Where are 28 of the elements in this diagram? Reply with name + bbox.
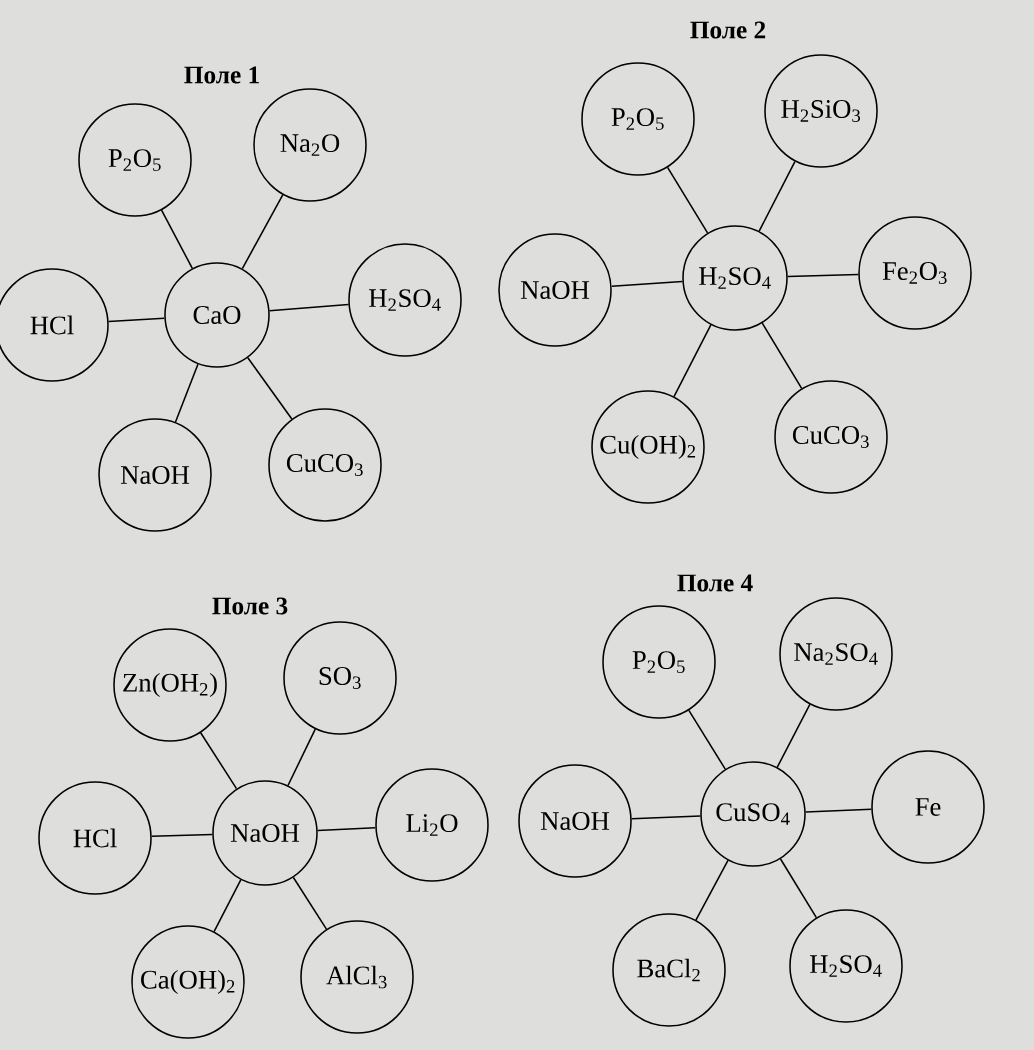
connector-line [316,826,377,832]
connector-line [695,859,729,921]
connector-line [610,280,684,287]
connector-line [247,357,293,420]
connector-line [241,194,284,270]
connector-line [268,303,350,312]
connector-line [213,879,242,933]
field-heading: Поле 3 [212,597,288,615]
connector-line [199,732,238,790]
connector-line [761,322,803,390]
connector-line [107,317,166,323]
connector-line [688,709,727,770]
connector-line [174,363,199,423]
connector-line [804,808,873,813]
connector-line [786,273,860,278]
field-heading: Поле 1 [184,66,259,84]
connector-line [150,833,214,838]
connector-line [666,166,709,234]
connector-line [287,728,317,787]
connector-line [160,209,194,270]
connector-line [630,815,702,820]
field-heading: Поле 4 [677,574,753,592]
connector-line [292,876,328,930]
connector-line [776,703,811,768]
connector-line [779,858,818,919]
connector-line [673,324,712,398]
field-heading: Поле 2 [690,21,766,39]
connector-line [758,160,796,232]
